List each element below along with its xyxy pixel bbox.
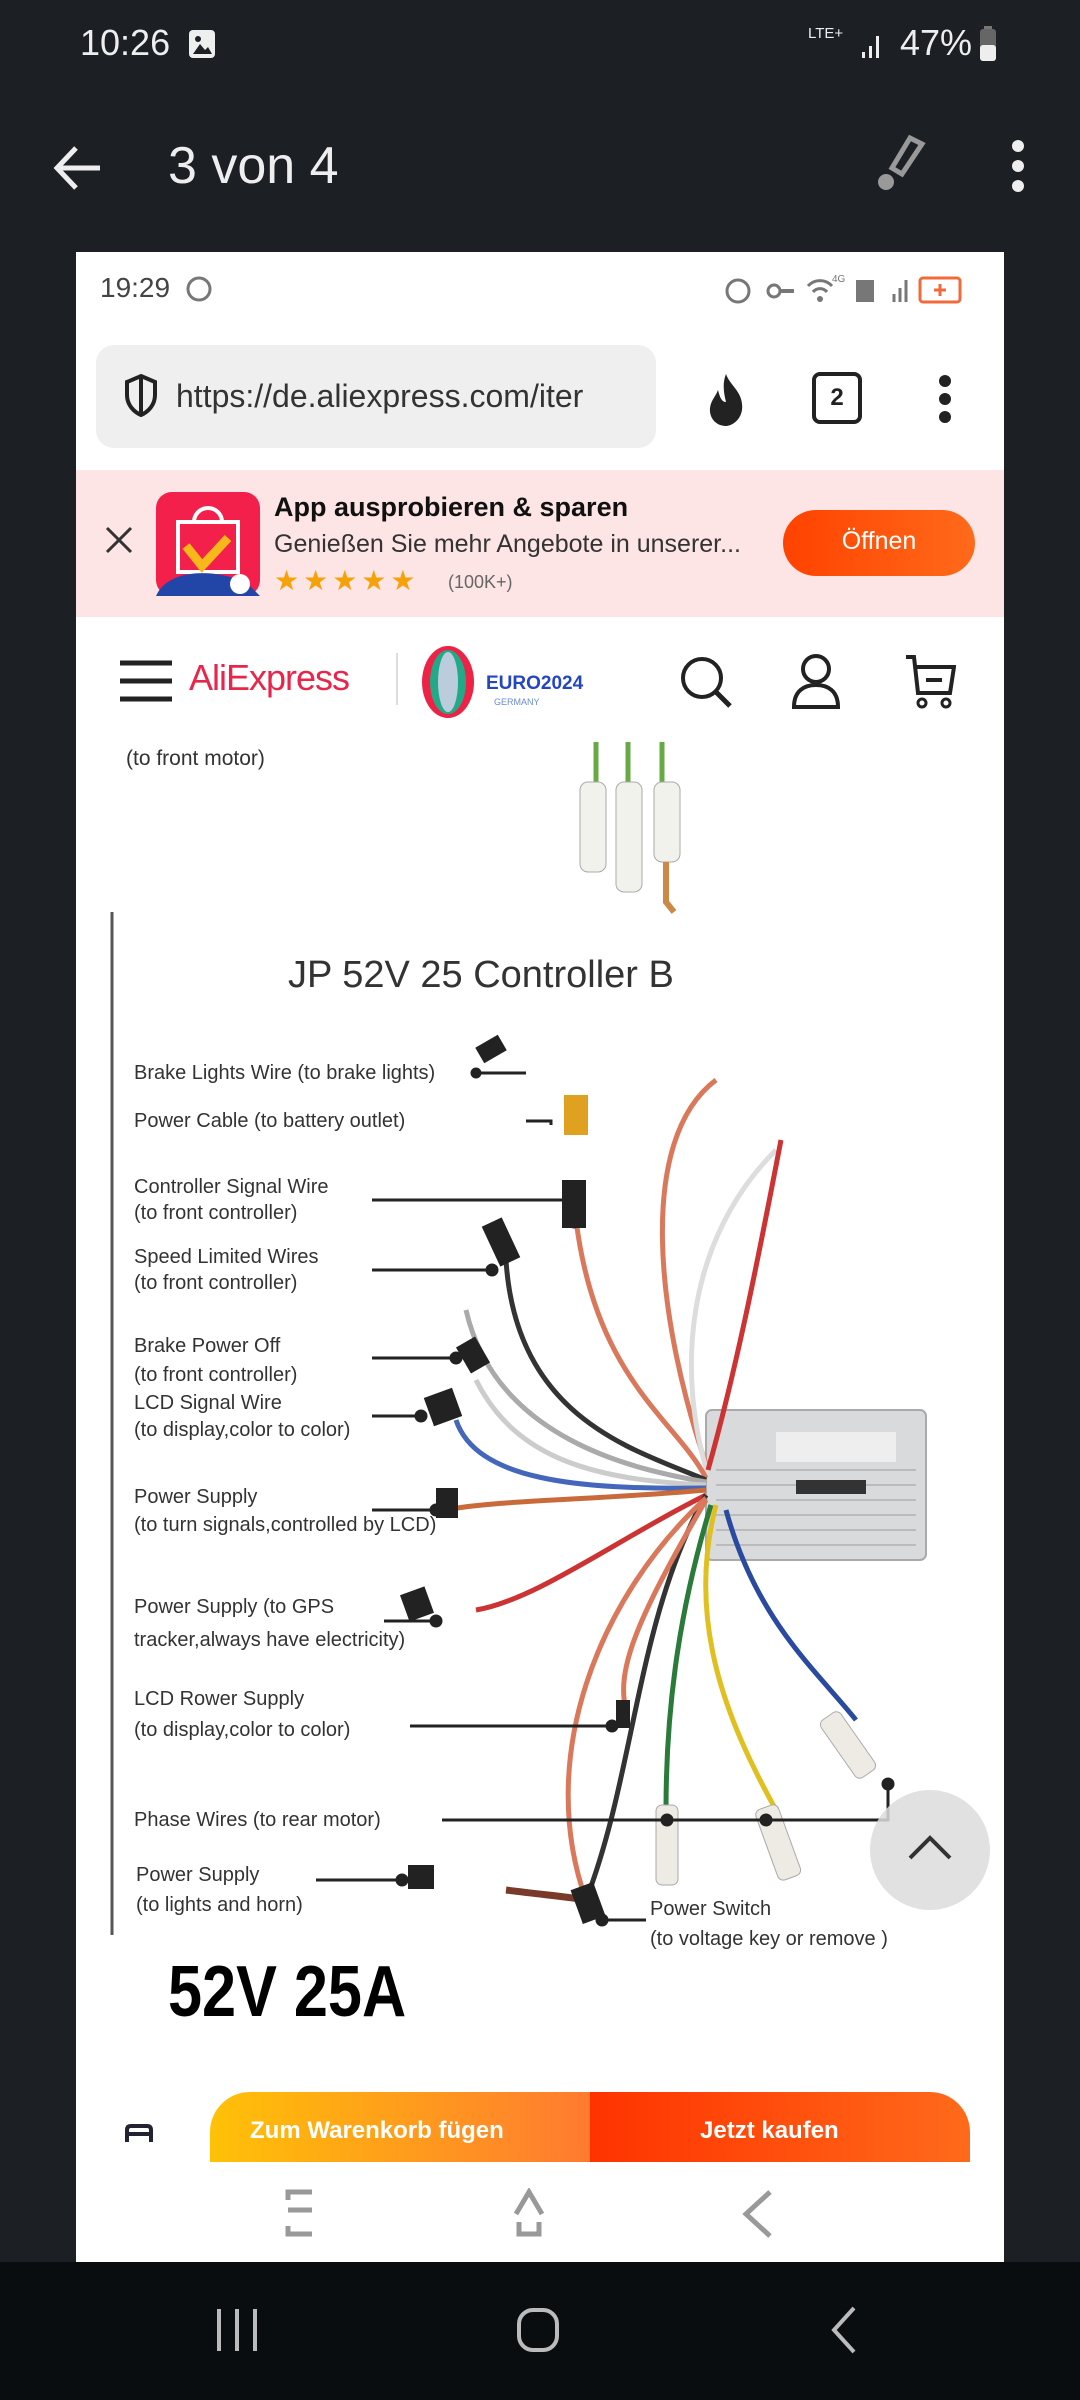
site-header: AliExpress EURO2024 GERMANY — [76, 617, 1004, 742]
diagram-title: JP 52V 25 Controller B — [288, 954, 674, 996]
gallery-notification-icon — [188, 29, 216, 59]
battery-percent: 47% — [900, 22, 973, 63]
vpn-icon — [186, 276, 212, 302]
top-caption: (to front motor) — [126, 747, 265, 770]
diagram-body: JP 52V 25 Controller B Brake Lights Wire… — [76, 742, 1004, 2072]
label-lcd-power: LCD Rower Supply — [134, 1688, 305, 1710]
search-icon[interactable] — [678, 654, 734, 710]
close-icon[interactable] — [104, 525, 134, 555]
euro-subtext: GERMANY — [494, 697, 540, 707]
label-lcd-signal-sub: (to display,color to color) — [134, 1419, 351, 1441]
label-power-cable: Power Cable (to battery outlet) — [134, 1110, 406, 1132]
leader-lines — [316, 1067, 895, 1927]
aliexpress-logo[interactable]: AliExpress — [189, 657, 350, 698]
label-power-supply-gps: Power Supply (to GPS — [134, 1596, 335, 1618]
home-button-icon[interactable] — [516, 2307, 560, 2353]
rating-stars: ★★★★★ — [274, 565, 420, 596]
recent-apps-icon[interactable] — [215, 2307, 261, 2353]
chevron-up-icon — [908, 1835, 952, 1860]
banner-subtitle: Genießen Sie mehr Angebote in unserer... — [274, 530, 741, 558]
hamburger-menu-icon[interactable] — [120, 659, 172, 703]
edit-brush-icon[interactable] — [868, 134, 928, 194]
front-motor-connectors — [579, 742, 681, 914]
label-power-supply-turn-sub: (to turn signals,controlled by LCD) — [134, 1514, 437, 1536]
browser-menu-icon[interactable] — [938, 374, 952, 424]
label-brake-power-off-sub: (to front controller) — [134, 1364, 298, 1386]
url-bar[interactable]: https://de.aliexpress.com/iter — [96, 345, 656, 448]
back-arrow-icon[interactable] — [52, 142, 104, 194]
page-counter: 3 von 4 — [168, 137, 339, 195]
banner-title: App ausprobieren & sparen — [274, 492, 629, 522]
add-to-cart-button[interactable]: Zum Warenkorb fügen — [210, 2092, 590, 2162]
product-wiring-diagram[interactable]: (to front motor) — [76, 742, 1004, 2072]
spec-text: 52V 25A — [168, 1952, 407, 2032]
wiring-drawing — [110, 912, 927, 1935]
recents-icon[interactable] — [284, 2188, 314, 2240]
shield-icon[interactable] — [124, 373, 158, 417]
url-text[interactable]: https://de.aliexpress.com/iter — [176, 378, 584, 414]
euro-text: EURO2024 — [486, 673, 584, 694]
label-controller-signal: Controller Signal Wire — [134, 1176, 329, 1198]
home-icon[interactable] — [513, 2188, 545, 2240]
tab-count-button[interactable]: 2 — [812, 372, 862, 424]
back-icon[interactable] — [742, 2188, 772, 2240]
system-back-icon[interactable] — [828, 2304, 858, 2356]
label-power-supply-turn: Power Supply — [134, 1486, 258, 1508]
viewed-screenshot[interactable]: 19:29 4G https://de.aliexpress.com/iter … — [76, 252, 1004, 2262]
viewer-app-bar: 3 von 4 — [0, 100, 1080, 240]
label-power-switch-sub: (to voltage key or remove ) — [650, 1928, 888, 1950]
system-status-bar: 10:26 LTE+ 47% — [0, 0, 1080, 90]
label-phase-wires: Phase Wires (to rear motor) — [134, 1809, 381, 1831]
battery-icon — [980, 26, 996, 62]
label-lcd-power-sub: (to display,color to color) — [134, 1719, 351, 1741]
rating-count: (100K+) — [448, 572, 513, 592]
label-power-supply-lights-sub: (to lights and horn) — [136, 1894, 303, 1916]
label-controller-signal-sub: (to front controller) — [134, 1202, 298, 1224]
divider — [396, 653, 398, 705]
cart-icon[interactable] — [904, 653, 956, 709]
network-type: LTE+ — [808, 25, 844, 42]
account-icon[interactable] — [790, 653, 842, 709]
more-options-icon[interactable] — [1008, 138, 1028, 194]
label-power-supply-gps-sub: tracker,always have electricity) — [134, 1629, 406, 1651]
inner-navigation-bar — [76, 2162, 1004, 2262]
connectors — [399, 1034, 630, 1925]
label-power-switch: Power Switch — [650, 1898, 772, 1920]
scroll-to-top-button[interactable] — [870, 1790, 990, 1910]
label-lcd-signal: LCD Signal Wire — [134, 1392, 282, 1414]
open-app-button[interactable]: Öffnen — [783, 510, 975, 576]
label-speed-limited: Speed Limited Wires — [134, 1246, 319, 1268]
euro-trophy-icon — [420, 645, 476, 719]
app-install-banner: App ausprobieren & sparen Genießen Sie m… — [76, 470, 1004, 617]
inner-status-icons — [724, 274, 974, 308]
label-brake-lights: Brake Lights Wire (to brake lights) — [134, 1062, 436, 1084]
signal-icon — [860, 30, 884, 60]
product-action-bar: Zum Warenkorb fügen Jetzt kaufen — [76, 2082, 1004, 2162]
clock: 10:26 — [80, 22, 171, 63]
buy-now-button[interactable]: Jetzt kaufen — [590, 2092, 970, 2162]
inner-network: 4G — [832, 274, 846, 285]
label-speed-limited-sub: (to front controller) — [134, 1272, 298, 1294]
system-navigation-bar — [0, 2262, 1080, 2400]
label-power-supply-lights: Power Supply — [136, 1864, 260, 1886]
inner-clock: 19:29 — [100, 272, 171, 303]
flame-icon[interactable] — [706, 372, 746, 428]
app-logo-icon — [156, 492, 260, 596]
controller-box — [705, 1409, 927, 1561]
label-brake-power-off: Brake Power Off — [134, 1335, 281, 1357]
store-icon[interactable] — [124, 2124, 154, 2144]
